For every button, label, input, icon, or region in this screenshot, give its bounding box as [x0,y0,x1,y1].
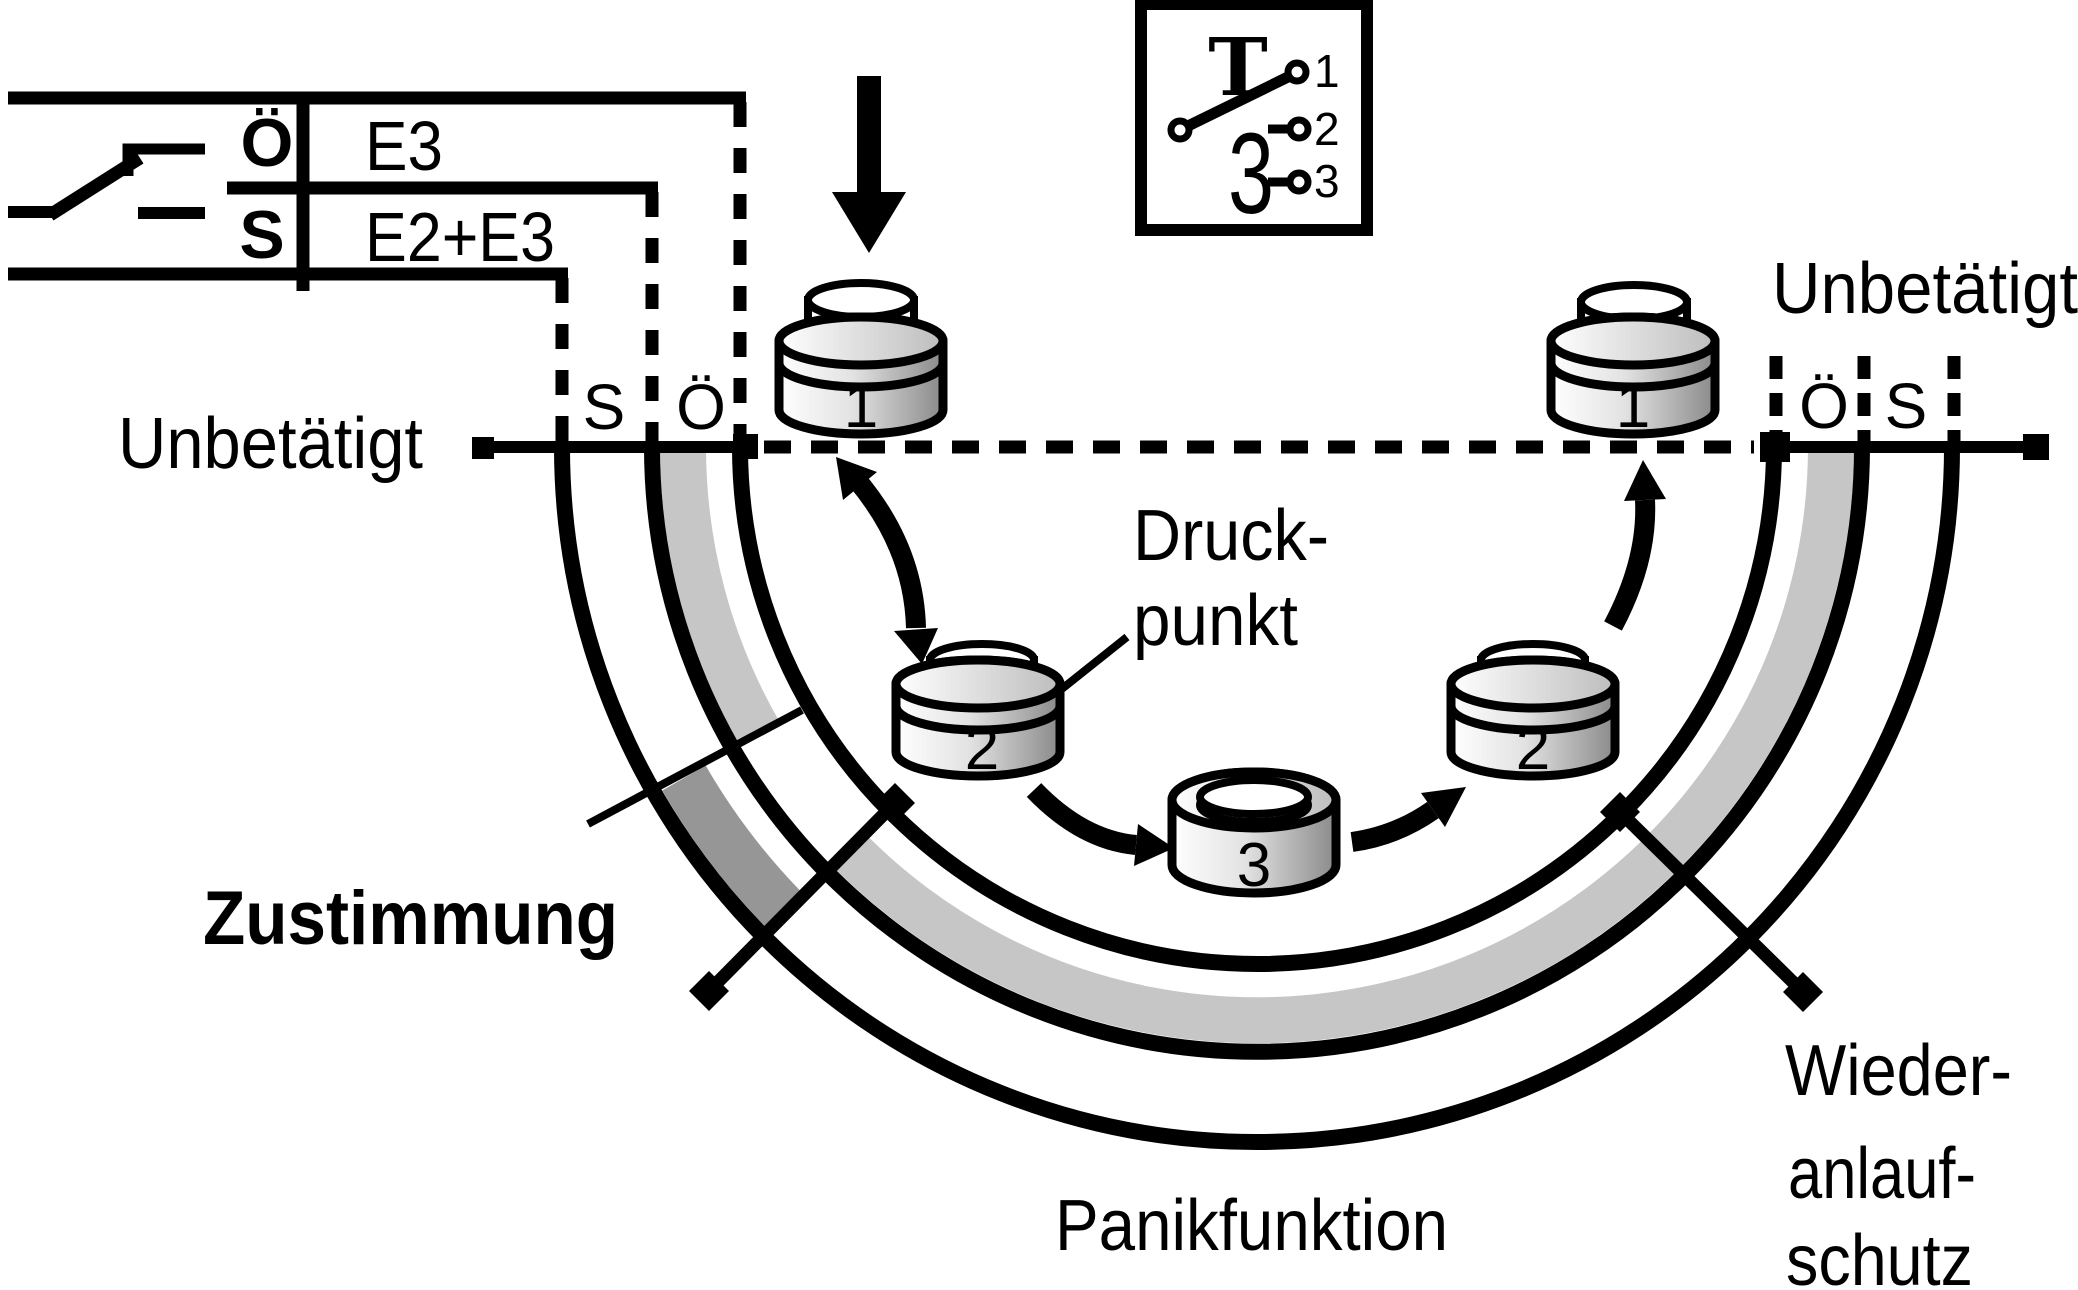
base-rim [1446,705,1620,735]
button-position-1-left: 1 [774,279,948,441]
pressure-point-label-line1: Druck- [1133,496,1329,576]
base-top [1546,312,1720,370]
actuator-box: T 1 2 3 3 [1135,0,1373,238]
pressure-point-label-line2: punkt [1133,581,1298,661]
enable-zone-dark-band [662,765,809,935]
arrow-3-2-head [1421,787,1466,827]
enable-tick-diamond-outer [689,971,729,1011]
travel-band-main [836,446,1854,1044]
base-rim [891,705,1065,735]
table-contact-o: Ö [241,105,294,181]
text-labels: Unbetätigt Unbetätigt S Ö Ö S Druck- pun… [118,249,2078,1290]
button-position-2-left: 2 [891,640,1065,783]
table-circuits-s: E2+E3 [365,198,555,276]
restart-tick-diamond-inner [1600,792,1640,832]
contact-mark-o-left: Ö [676,371,726,443]
unactuated-label-right: Unbetätigt [1772,249,2078,329]
base-rim [1546,362,1720,392]
contact-mark-s-right: S [1885,370,1928,442]
arrow-1-2-shaft [849,473,926,629]
restart-tick-line [1615,807,1808,997]
outer-arc [554,446,1960,1150]
actuator-pivot-circle [1167,117,1193,143]
terminal-circle-2 [1286,116,1312,142]
inner-arc [732,446,1782,972]
contact-level-lines [555,102,1961,441]
motion-arrows [836,457,1666,866]
plunger-ring [1196,776,1312,818]
enable-tick-line [704,798,900,996]
plunger-top [804,279,918,321]
terminal-circle-1 [1284,59,1310,85]
arrow-3-2-shaft [1350,801,1439,852]
button-position-2-right: 2 [1446,640,1620,783]
base-top [891,655,1065,713]
restart-protection-label-line3: schutz [1786,1221,1973,1290]
terminal-label-2: 2 [1314,103,1340,155]
position-number: 2 [965,714,999,783]
arrow-2-3-shaft [1026,783,1138,855]
position-number: 2 [1516,714,1550,783]
changeover-switch-symbol [8,143,205,221]
enable-label: Zustimmung [203,876,618,961]
unactuated-label-left: Unbetätigt [118,404,423,484]
arrow-1-2-head-down [894,628,938,664]
switch-contact-bracket [122,143,205,176]
contact-mark-o-right: Ö [1799,370,1849,442]
baseline-end-square-left [472,437,494,459]
button-position-3: 3 [1167,767,1341,900]
panic-function-label: Panikfunktion [1055,1186,1448,1266]
restart-tick-diamond-outer [1783,972,1823,1012]
button-position-1-right: 1 [1546,281,1720,441]
restart-protection-label-line2: anlauf- [1788,1134,1976,1214]
contact-mark-s-left: S [583,371,626,443]
actuator-lever [1185,71,1293,131]
table-circuits-o: E3 [365,107,443,185]
terminal-label-1: 1 [1314,45,1340,97]
terminal-circle-3 [1286,169,1312,195]
positions-count: 3 [1228,110,1274,238]
enable-tick-diamond-inner [875,783,915,823]
position-number: 3 [1237,831,1271,900]
actuator-box-frame [1135,0,1373,236]
arrow-2-1-head [1624,460,1666,501]
table-contact-s: S [239,197,284,273]
arrow-2-3-head [1134,824,1174,866]
press-down-arrow [832,76,906,253]
restart-protection-label-line1: Wieder- [1785,1031,2012,1111]
base-top [1446,655,1620,713]
travel-bands [660,446,1854,1044]
arrow-1-2-head-up [836,457,877,500]
terminal-label-3: 3 [1314,155,1340,207]
contact-table: Ö E3 S E2+E3 [8,91,746,291]
baseline [472,432,2049,462]
travel-arcs [554,446,1960,1150]
pressure-point-pointer-line [1055,633,1130,696]
enable-zone-boundary-line [586,706,804,828]
position-number: 1 [1616,372,1650,441]
base-rim [774,362,948,392]
middle-arc [644,446,1870,1060]
pre-travel-band-left [660,446,780,746]
baseline-end-square-right [2023,434,2049,460]
base-top [774,312,948,370]
zone-marks [586,706,1823,1012]
position-number: 1 [844,372,878,441]
arrow-2-1-shaft [1604,499,1656,631]
